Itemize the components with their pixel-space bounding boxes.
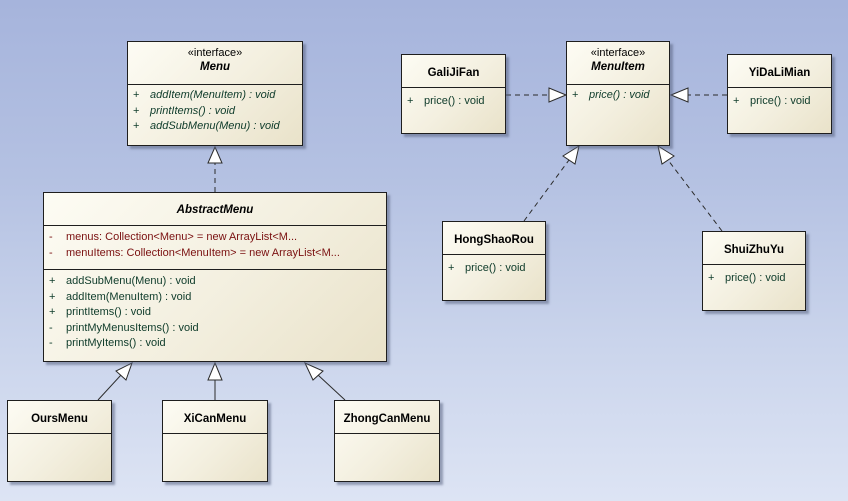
- realization-arrowhead: [669, 87, 689, 103]
- realization-shuizhuyu-menuitem: [667, 159, 723, 232]
- class-xican-menu[interactable]: XiCanMenu: [162, 400, 268, 482]
- operation-row[interactable]: +printItems() : void: [133, 104, 235, 117]
- stereotype-label: «interface»: [187, 47, 243, 59]
- class-name: ZhongCanMenu: [343, 413, 431, 425]
- attribute-row[interactable]: -menus: Collection<Menu> = new ArrayList…: [49, 231, 298, 243]
- class-menu[interactable]: «interface» Menu +addItem(MenuItem) : vo…: [127, 41, 303, 146]
- operation-row[interactable]: +addItem(MenuItem) : void: [133, 89, 276, 101]
- operation-row[interactable]: +printItems() : void: [49, 306, 151, 318]
- realization-arrowhead: [657, 144, 675, 165]
- operation-row[interactable]: +price() : void: [407, 95, 485, 107]
- realization-arrowhead: [207, 145, 223, 164]
- generalization-arrowhead: [303, 361, 324, 381]
- operation-row[interactable]: -printMyMenusItems() : void: [49, 321, 199, 334]
- operation-row[interactable]: +price() : void: [448, 262, 526, 274]
- realization-arrowhead: [562, 144, 580, 165]
- operation-row[interactable]: +price() : void: [733, 95, 811, 107]
- generalization-oursmenu-abstractmenu: [97, 374, 122, 401]
- class-abstract-menu[interactable]: AbstractMenu -menus: Collection<Menu> = …: [43, 192, 387, 362]
- class-name: YiDaLiMian: [748, 67, 811, 79]
- generalization-arrowhead: [115, 361, 133, 381]
- class-name: OursMenu: [31, 413, 88, 425]
- class-yidalimian[interactable]: YiDaLiMian +price() : void: [727, 54, 832, 134]
- class-galijifan[interactable]: GaliJiFan +price() : void: [401, 54, 506, 134]
- class-hongshaorou[interactable]: HongShaoRou +price() : void: [442, 221, 546, 301]
- realization-arrowhead: [548, 87, 568, 103]
- generalization-zhongcanmenu-abstractmenu: [317, 374, 346, 401]
- class-name: Menu: [199, 61, 231, 73]
- class-ours-menu[interactable]: OursMenu: [7, 400, 112, 482]
- class-name: HongShaoRou: [454, 234, 534, 246]
- class-name: GaliJiFan: [427, 67, 480, 79]
- class-shuizhuyu[interactable]: ShuiZhuYu +price() : void: [702, 231, 806, 311]
- class-name: MenuItem: [591, 61, 645, 73]
- operation-row[interactable]: +price() : void: [708, 272, 786, 284]
- stereotype-label: «interface»: [590, 47, 646, 59]
- operation-row[interactable]: +addSubMenu(Menu) : void: [49, 275, 196, 287]
- operation-row[interactable]: +addItem(MenuItem) : void: [49, 290, 192, 303]
- operation-row[interactable]: -printMyItems() : void: [49, 337, 166, 349]
- class-menu-item[interactable]: «interface» MenuItem +price() : void: [566, 41, 670, 146]
- class-name: XiCanMenu: [183, 413, 247, 425]
- realization-hongshaorou-menuitem: [523, 159, 570, 222]
- operation-row[interactable]: +addSubMenu(Menu) : void: [133, 120, 280, 132]
- operation-row[interactable]: +price() : void: [572, 89, 650, 101]
- class-zhongcan-menu[interactable]: ZhongCanMenu: [334, 400, 440, 482]
- class-name: ShuiZhuYu: [723, 244, 785, 256]
- class-name: AbstractMenu: [176, 204, 254, 216]
- generalization-arrowhead: [207, 361, 223, 381]
- attribute-row[interactable]: -menuItems: Collection<MenuItem> = new A…: [49, 246, 340, 259]
